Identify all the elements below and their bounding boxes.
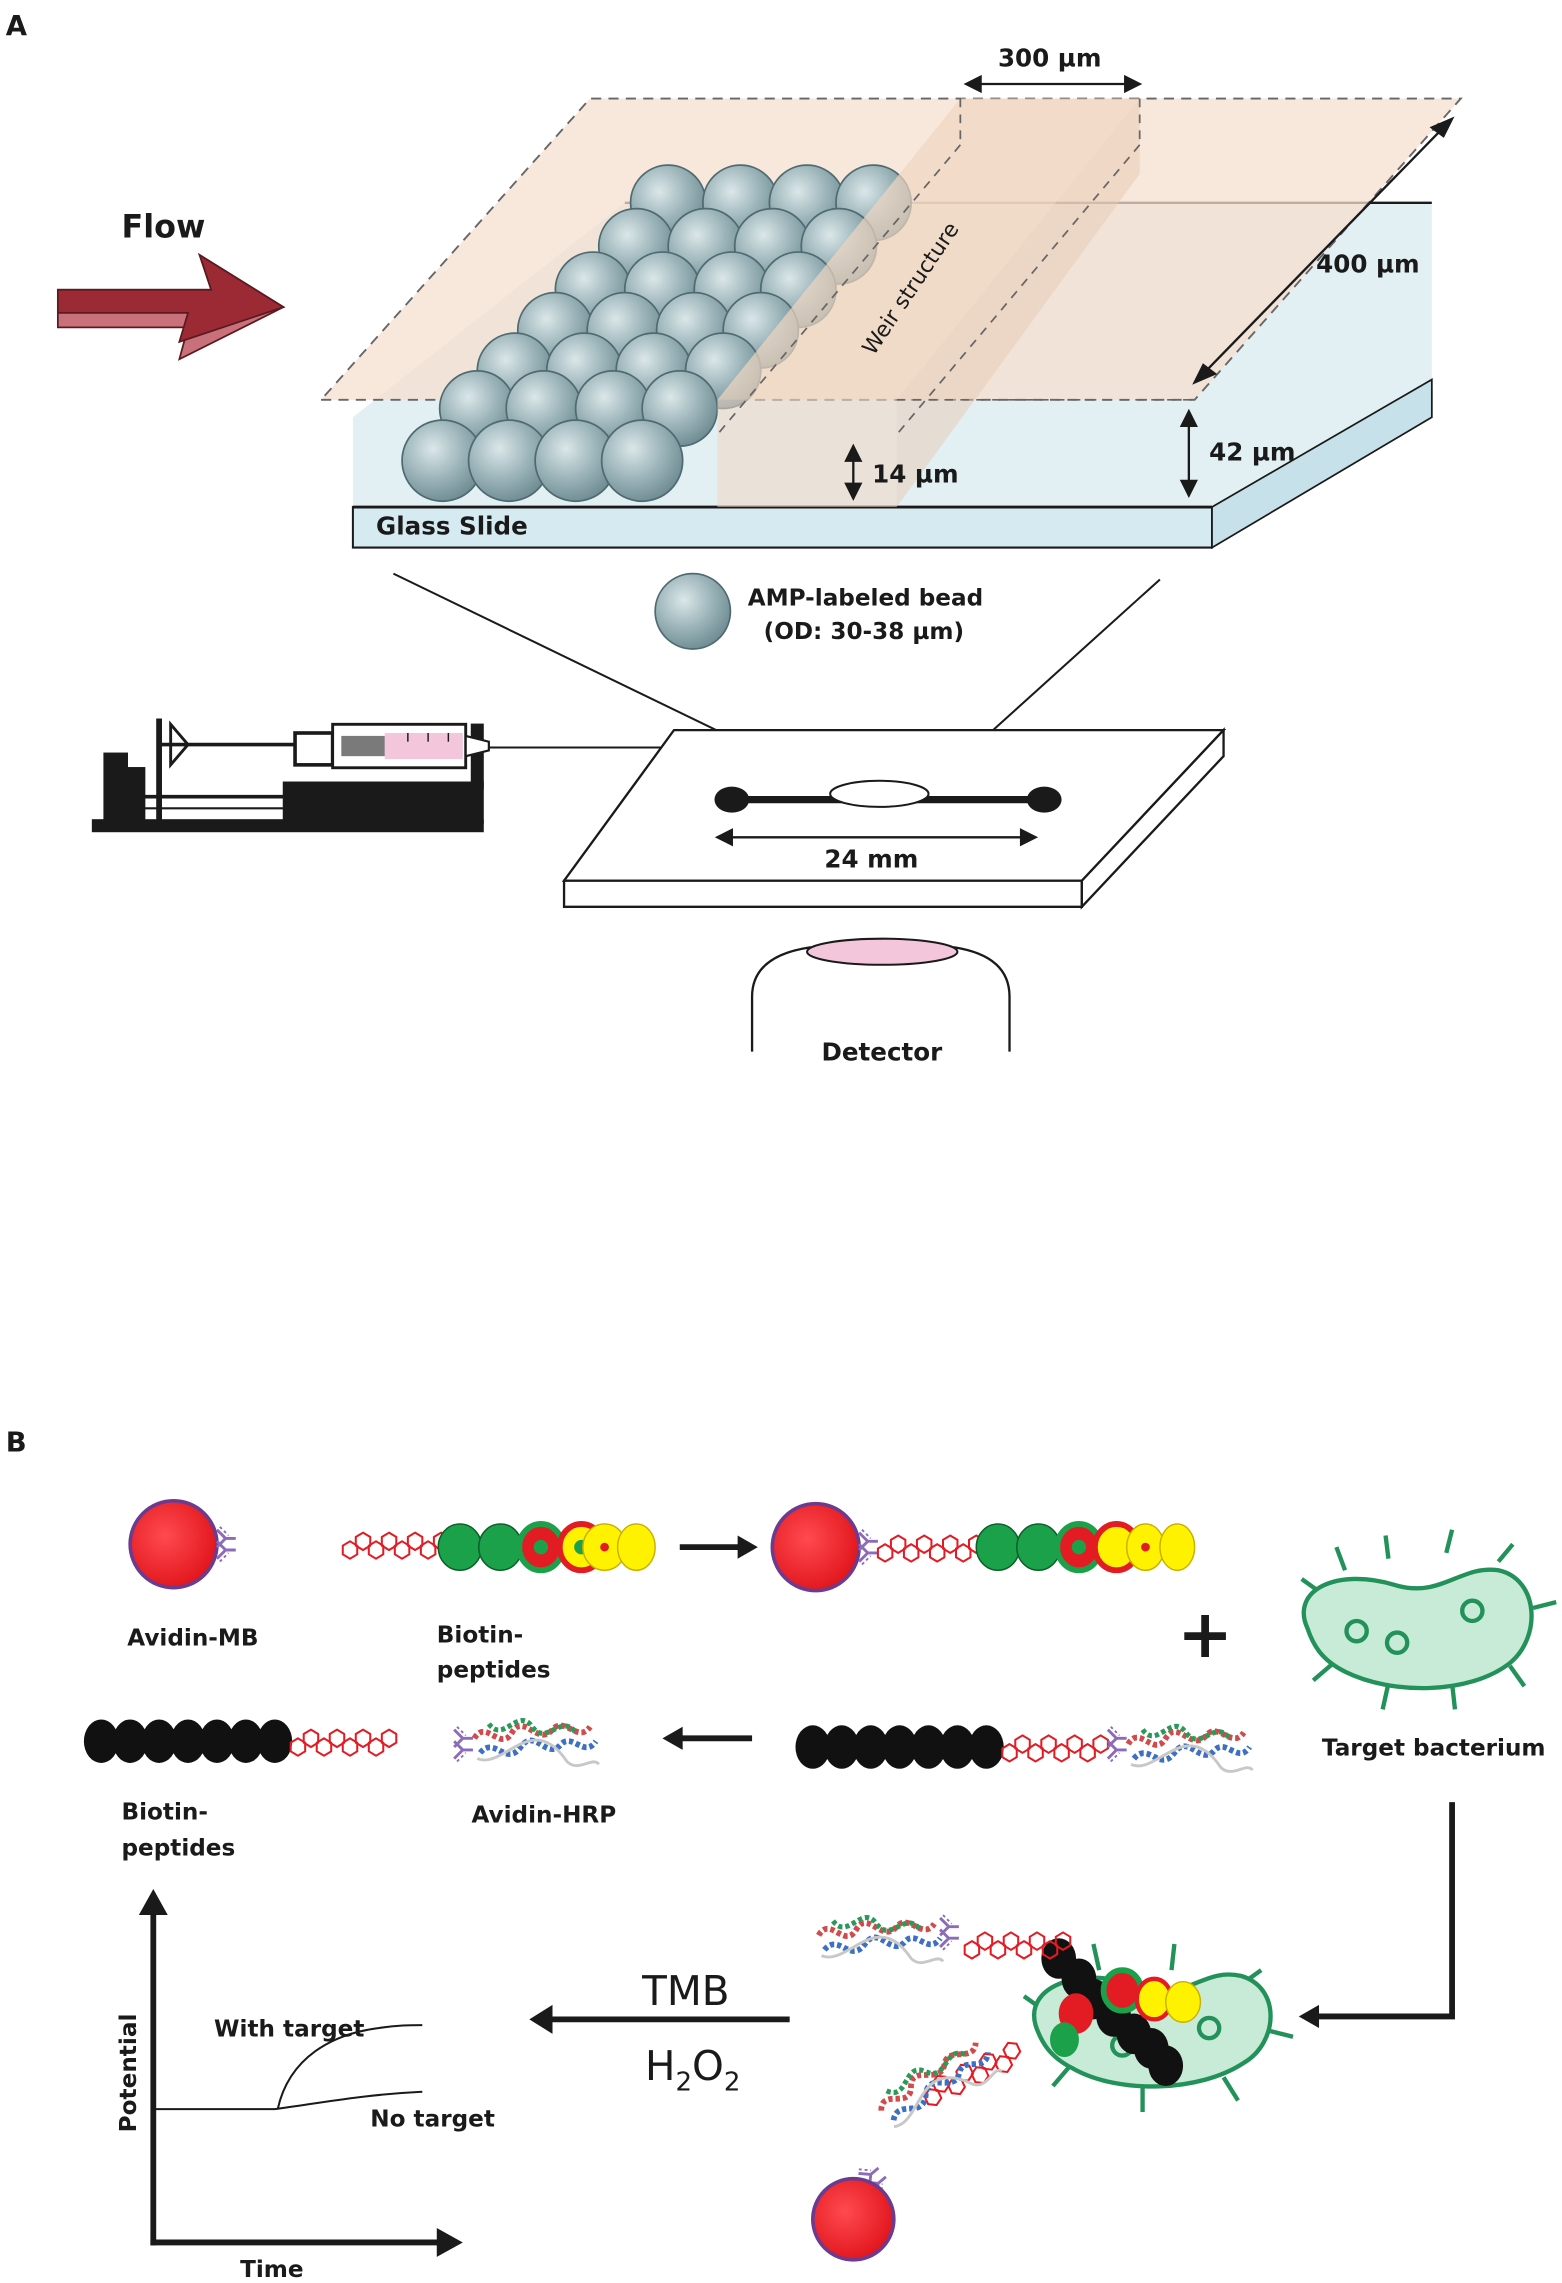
h2o2-o: O [692, 2042, 724, 2090]
microfluidic-chip [561, 727, 1227, 910]
bead-legend-label: AMP-labeled bead [748, 586, 983, 612]
bead-legend-icon [654, 572, 732, 650]
biotin-peptide-bottom [83, 1719, 398, 1763]
signal-plot [138, 1888, 463, 2257]
no-target-label: No target [370, 2107, 495, 2133]
dim-height-42 [1179, 408, 1198, 499]
arrow-to-complex [1298, 1802, 1455, 2029]
glass-slide-label: Glass Slide [376, 512, 528, 541]
x-axis-label: Time [240, 2257, 303, 2283]
cleaved-peptide-hrp [795, 1725, 1252, 1771]
detector [750, 937, 1011, 1052]
panel-b-letter: B [6, 1426, 27, 1458]
h2o2-h: H [645, 2042, 675, 2090]
dim-channel-24 [714, 828, 1039, 847]
with-target-label: With target [214, 2017, 364, 2043]
dim-height-42-label: 42 µm [1209, 438, 1295, 467]
dim-length-400-label: 400 µm [1316, 249, 1420, 278]
tmb-label: TMB [641, 1967, 729, 2015]
biotin-peptides-top-label-2: peptides [437, 1657, 551, 1683]
curve-with-target [276, 2024, 423, 2110]
y-axis-arrow [138, 1888, 168, 1916]
dim-height-14 [844, 443, 863, 501]
detector-label: Detector [821, 1037, 943, 1066]
plus-sign: + [1177, 1595, 1233, 1673]
biotin-peptide-top [341, 1521, 656, 1574]
mb-peptide-conjugate [770, 1501, 1196, 1593]
dim-length-400 [1192, 116, 1455, 385]
x-axis-arrow [436, 2227, 463, 2257]
y-axis-label: Potential [116, 2014, 142, 2133]
panel-a-letter: A [6, 10, 28, 42]
h2o2-sub-2: 2 [724, 2067, 741, 2097]
syringe-pump [91, 718, 490, 833]
h2o2-label: H2O2 [645, 2042, 740, 2097]
bead-legend-size: (OD: 30-38 µm) [764, 619, 964, 645]
dim-height-14-label: 14 µm [872, 459, 958, 488]
flow-label: Flow [121, 208, 205, 246]
avidin-mb-label: Avidin-MB [127, 1626, 258, 1652]
biotin-peptides-top-label-1: Biotin- [437, 1623, 523, 1649]
flow-arrow [56, 252, 286, 361]
arrow-release [662, 1726, 753, 1750]
target-bacterium [1300, 1529, 1557, 1710]
curve-no-target [153, 2090, 423, 2111]
biotin-peptides-bottom-label-1: Biotin- [121, 1799, 207, 1825]
avidin-hrp [452, 1721, 599, 1766]
dim-width-300-label: 300 µm [998, 44, 1102, 73]
arrow-tmb [529, 2004, 790, 2034]
dim-channel-24-label: 24 mm [824, 845, 918, 874]
avidin-mb [128, 1498, 238, 1590]
h2o2-sub-1: 2 [675, 2067, 692, 2097]
biotin-peptides-bottom-label-2: peptides [121, 1836, 235, 1862]
target-bacterium-label: Target bacterium [1322, 1736, 1546, 1762]
bacterium-complex [811, 1913, 1294, 2262]
avidin-hrp-label: Avidin-HRP [471, 1802, 616, 1828]
weir-structure [716, 98, 1195, 508]
arrow-combine [679, 1535, 758, 1559]
dim-width-300 [963, 74, 1143, 94]
